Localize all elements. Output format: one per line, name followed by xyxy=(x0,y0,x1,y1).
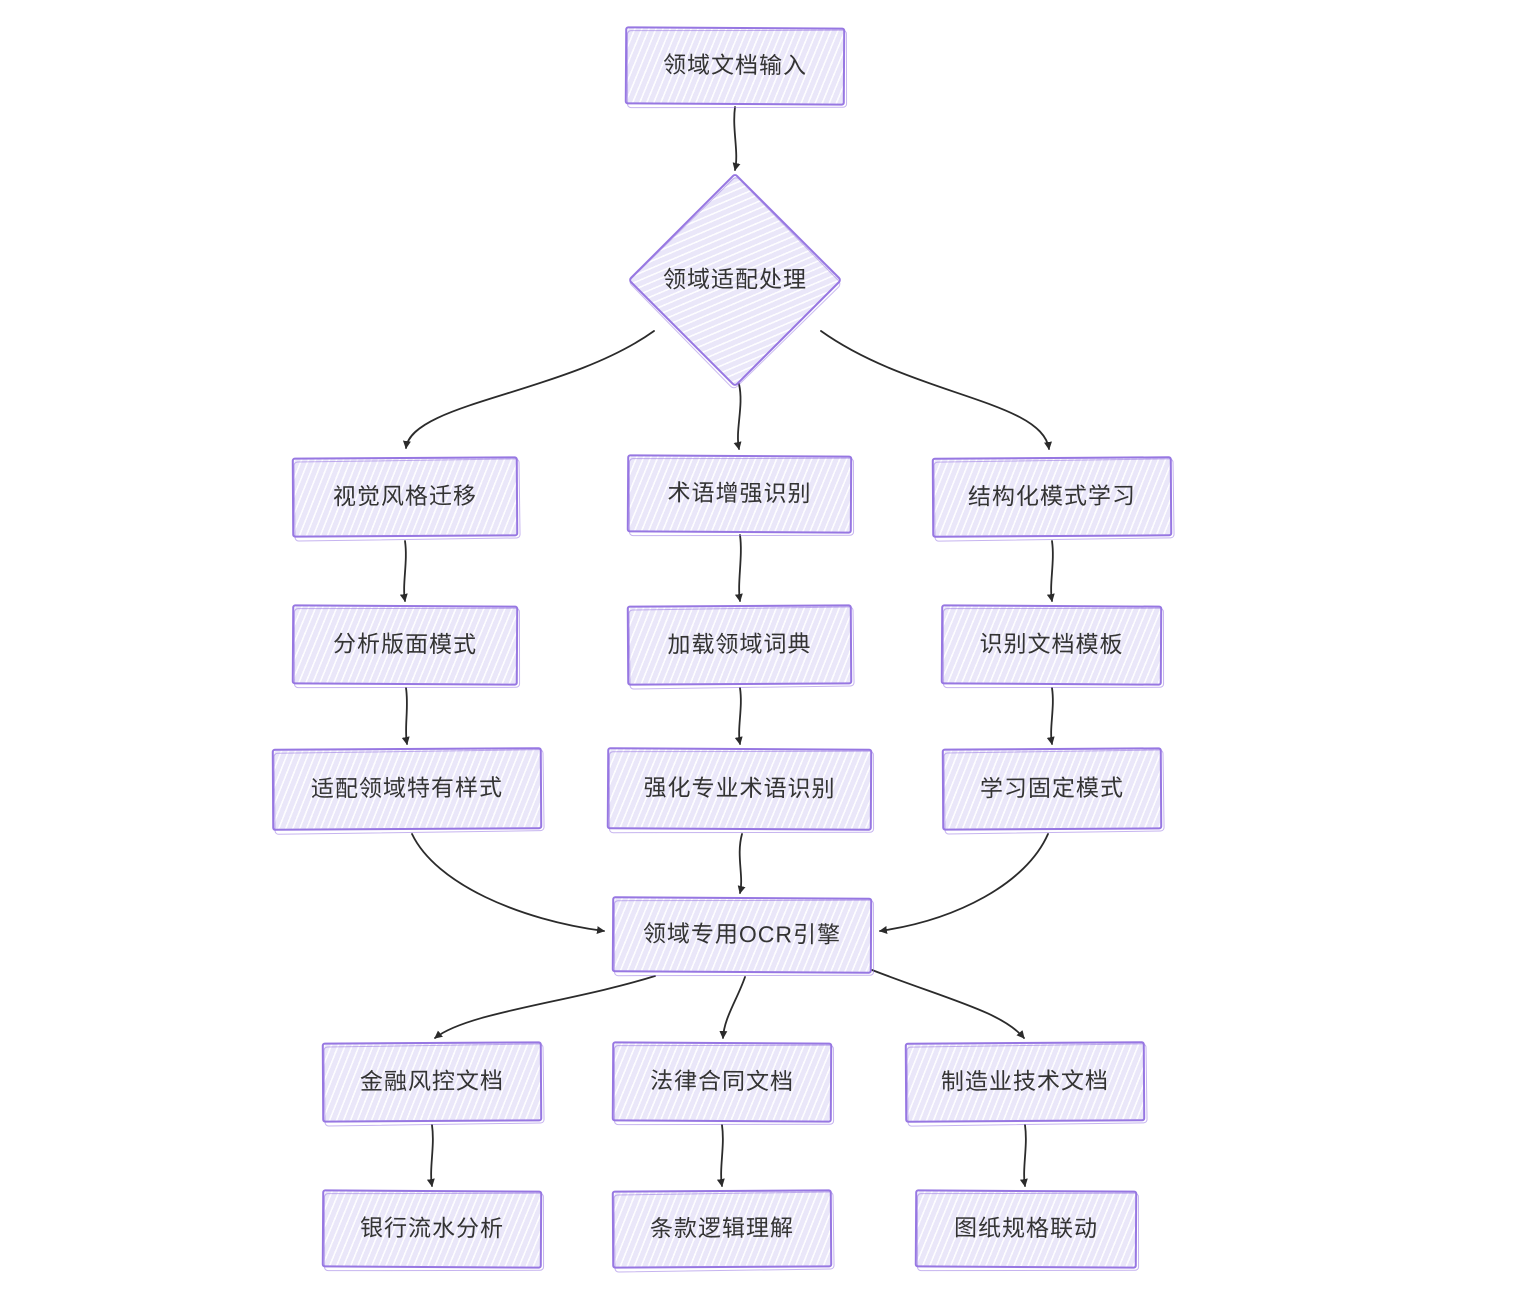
node-ocr-label: 领域专用OCR引擎 xyxy=(642,920,842,948)
node-template-label: 识别文档模板 xyxy=(979,630,1124,658)
arrow-decision-to-term xyxy=(733,383,742,450)
node-visual-label: 视觉风格迁移 xyxy=(332,482,478,510)
node-clause: 条款逻辑理解 xyxy=(611,1189,833,1269)
node-visual: 视觉风格迁移 xyxy=(291,456,519,538)
node-pattern: 学习固定模式 xyxy=(941,747,1163,831)
node-pattern-label: 学习固定模式 xyxy=(979,774,1125,802)
node-input: 领域文档输入 xyxy=(624,26,846,106)
arrow-ocr-to-finance xyxy=(434,975,656,1039)
node-layout-label: 分析版面模式 xyxy=(332,630,478,658)
node-term-label: 术语增强识别 xyxy=(667,479,812,507)
node-manufacture-label: 制造业技术文档 xyxy=(940,1067,1110,1095)
node-struct: 结构化模式学习 xyxy=(931,456,1173,538)
node-template: 识别文档模板 xyxy=(940,604,1163,686)
arrow-decision-to-visual xyxy=(402,330,655,449)
node-struct-label: 结构化模式学习 xyxy=(967,482,1137,510)
node-finance: 金融风控文档 xyxy=(321,1041,543,1123)
arrow-legal-to-clause xyxy=(716,1124,725,1187)
arrow-ocr-to-manufacture xyxy=(871,969,1025,1039)
node-dict-label: 加载领域词典 xyxy=(667,630,812,658)
arrow-finance-to-bank xyxy=(426,1124,435,1187)
arrow-pattern-to-ocr xyxy=(879,833,1049,934)
arrow-term2-to-ocr xyxy=(737,833,746,894)
arrow-decision-to-struct xyxy=(820,330,1052,450)
node-bank: 银行流水分析 xyxy=(321,1189,543,1269)
node-clause-label: 条款逻辑理解 xyxy=(649,1214,795,1242)
node-input-label: 领域文档输入 xyxy=(662,51,808,79)
node-drawing: 图纸规格联动 xyxy=(914,1189,1138,1269)
arrow-term-to-dict xyxy=(734,534,743,602)
node-term2-label: 强化专业术语识别 xyxy=(643,774,836,802)
arrow-template-to-pattern xyxy=(1046,687,1055,745)
node-dict: 加载领域词典 xyxy=(626,604,853,686)
node-bank-label: 银行流水分析 xyxy=(359,1214,505,1242)
arrow-ocr-to-legal xyxy=(719,976,746,1039)
node-term: 术语增强识别 xyxy=(626,454,853,534)
node-legal: 法律合同文档 xyxy=(611,1041,833,1123)
arrow-visual-to-layout xyxy=(399,540,408,602)
node-style-label: 适配领域特有样式 xyxy=(310,774,504,802)
arrow-style-to-ocr xyxy=(411,833,605,935)
arrow-dict-to-term2 xyxy=(734,687,743,745)
node-ocr: 领域专用OCR引擎 xyxy=(611,896,873,974)
arrow-layout-to-style xyxy=(401,687,410,745)
node-drawing-label: 图纸规格联动 xyxy=(953,1214,1099,1242)
node-finance-label: 金融风控文档 xyxy=(359,1067,505,1095)
node-decision-label: 领域适配处理 xyxy=(663,266,807,293)
node-layout: 分析版面模式 xyxy=(291,604,519,686)
node-legal-label: 法律合同文档 xyxy=(649,1067,795,1095)
node-term2: 强化专业术语识别 xyxy=(606,747,873,831)
arrow-struct-to-template xyxy=(1046,540,1055,602)
arrow-input-to-decision xyxy=(732,106,741,171)
node-style: 适配领域特有样式 xyxy=(271,747,543,831)
arrow-manufacture-to-drawing xyxy=(1019,1124,1028,1187)
node-manufacture: 制造业技术文档 xyxy=(904,1041,1146,1123)
node-decision: 领域适配处理 xyxy=(627,172,843,388)
